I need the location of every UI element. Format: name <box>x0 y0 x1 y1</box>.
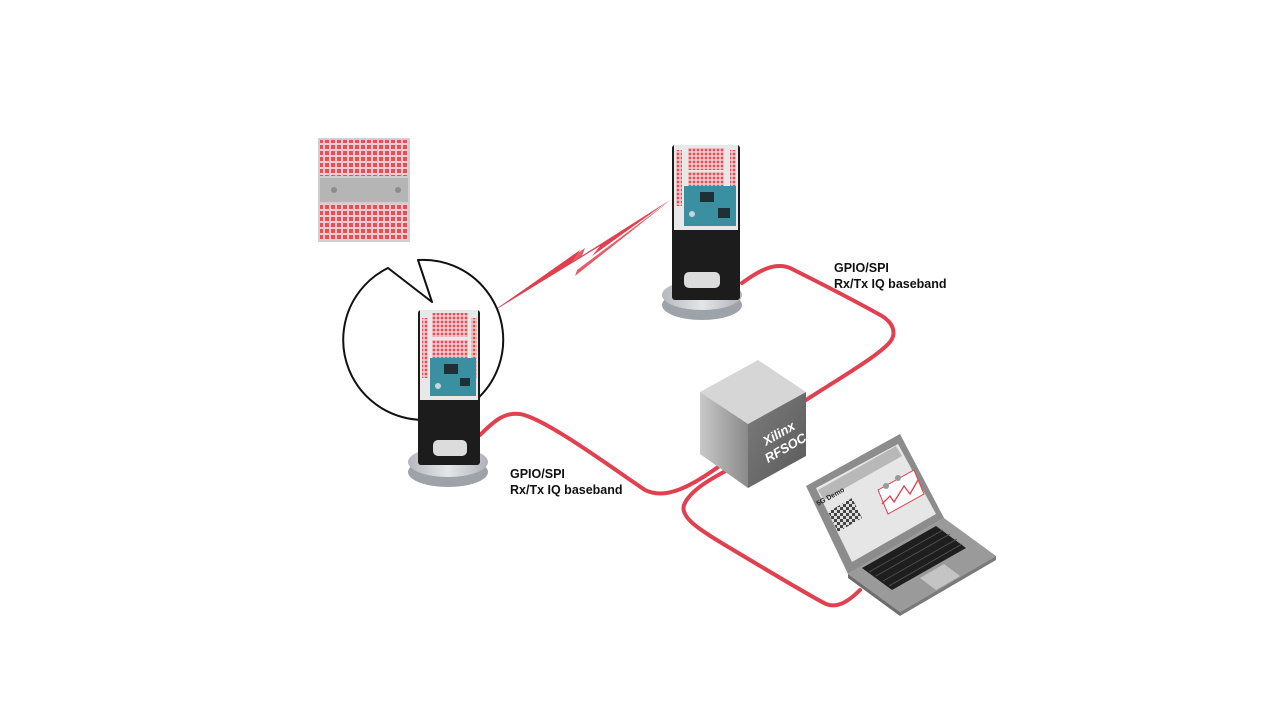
device-right <box>662 145 742 320</box>
antenna-array-closeup <box>318 138 410 242</box>
label-left-line1: GPIO/SPI <box>510 467 565 481</box>
cable-cube-to-right-device <box>740 263 896 402</box>
label-right-line1: GPIO/SPI <box>834 261 889 275</box>
cable-left-device-to-cube <box>478 411 727 496</box>
laptop-touchpad <box>920 564 960 590</box>
label-right-link: GPIO/SPI Rx/Tx IQ baseband <box>834 261 947 291</box>
label-right-line2: Rx/Tx IQ baseband <box>834 277 947 291</box>
label-left-line2: Rx/Tx IQ baseband <box>510 483 623 497</box>
laptop-screen: 5G Demo <box>816 446 925 532</box>
wireless-link-bolt <box>490 199 672 313</box>
laptop: 5G Demo <box>806 434 996 616</box>
cable-cube-to-laptop <box>681 464 862 608</box>
label-left-link: GPIO/SPI Rx/Tx IQ baseband <box>510 467 623 497</box>
laptop-keyboard <box>862 526 966 590</box>
device-left <box>408 310 488 487</box>
